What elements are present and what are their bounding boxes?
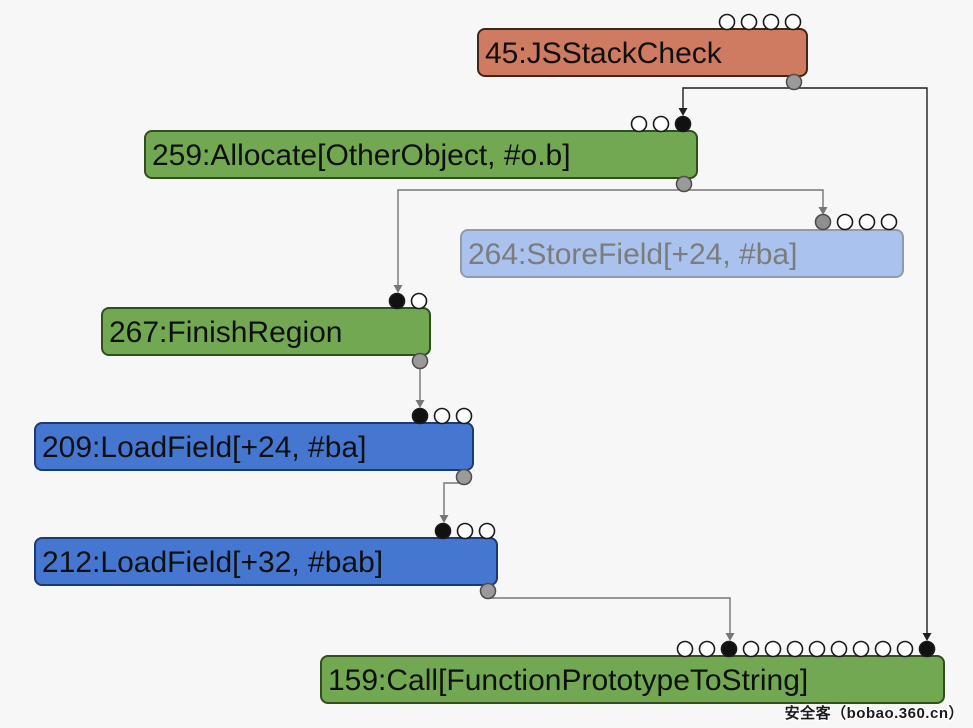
- edge-arrowhead: [725, 633, 735, 641]
- input-port[interactable]: [718, 13, 736, 31]
- node-159[interactable]: 159:Call[FunctionPrototypeToString]: [320, 640, 945, 704]
- input-port[interactable]: [433, 407, 451, 425]
- input-port[interactable]: [388, 292, 406, 310]
- input-port[interactable]: [762, 13, 780, 31]
- output-port[interactable]: [411, 352, 429, 370]
- node-45[interactable]: 45:JSStackCheck: [477, 13, 808, 91]
- node-label: 209:LoadField[+24, #ba]: [42, 431, 366, 464]
- input-port[interactable]: [630, 115, 648, 133]
- watermark: 安全客（bobao.360.cn）: [784, 705, 964, 722]
- input-port[interactable]: [411, 407, 429, 425]
- input-port[interactable]: [698, 640, 716, 658]
- input-port[interactable]: [896, 640, 914, 658]
- node-label: 264:StoreField[+24, #ba]: [468, 238, 797, 271]
- node-box[interactable]: [34, 537, 498, 586]
- input-port[interactable]: [720, 640, 738, 658]
- node-259[interactable]: 259:Allocate[OtherObject, #o.b]: [144, 115, 698, 193]
- input-port[interactable]: [852, 640, 870, 658]
- node-267[interactable]: 267:FinishRegion: [101, 292, 431, 370]
- input-port[interactable]: [918, 640, 936, 658]
- node-box[interactable]: [101, 307, 431, 356]
- input-port[interactable]: [478, 522, 496, 540]
- node-label: 45:JSStackCheck: [485, 37, 723, 70]
- node-box[interactable]: [34, 422, 474, 471]
- edge-arrowhead: [818, 207, 828, 215]
- node-box[interactable]: [144, 130, 698, 179]
- input-port[interactable]: [764, 640, 782, 658]
- node-box[interactable]: [460, 229, 904, 278]
- input-port[interactable]: [742, 640, 760, 658]
- input-port[interactable]: [874, 640, 892, 658]
- input-port[interactable]: [410, 292, 428, 310]
- edge-arrowhead: [922, 633, 932, 641]
- input-port[interactable]: [674, 115, 692, 133]
- node-212[interactable]: 212:LoadField[+32, #bab]: [34, 522, 498, 600]
- node-box[interactable]: [477, 28, 808, 77]
- input-port[interactable]: [830, 640, 848, 658]
- input-port[interactable]: [880, 213, 898, 231]
- input-port[interactable]: [786, 640, 804, 658]
- edge-212-to-159: [487, 591, 731, 635]
- input-port[interactable]: [434, 522, 452, 540]
- input-port[interactable]: [858, 213, 876, 231]
- node-264[interactable]: 264:StoreField[+24, #ba]: [460, 213, 904, 278]
- output-port[interactable]: [675, 175, 693, 193]
- node-label: 212:LoadField[+32, #bab]: [42, 546, 383, 579]
- input-port[interactable]: [814, 213, 832, 231]
- output-port[interactable]: [455, 468, 473, 486]
- edge-arrowhead: [393, 285, 403, 293]
- node-label: 159:Call[FunctionPrototypeToString]: [328, 664, 808, 697]
- edge-arrowhead: [678, 108, 688, 116]
- output-port[interactable]: [785, 73, 803, 91]
- edge-45-to-159: [793, 82, 928, 635]
- edge-arrowhead: [415, 400, 425, 408]
- edge-45-to-259: [682, 82, 795, 110]
- input-port[interactable]: [836, 213, 854, 231]
- node-label: 267:FinishRegion: [109, 316, 342, 349]
- node-209[interactable]: 209:LoadField[+24, #ba]: [34, 407, 474, 486]
- input-port[interactable]: [455, 407, 473, 425]
- input-port[interactable]: [740, 13, 758, 31]
- input-port[interactable]: [652, 115, 670, 133]
- node-label: 259:Allocate[OtherObject, #o.b]: [152, 139, 571, 172]
- input-port[interactable]: [784, 13, 802, 31]
- node-box[interactable]: [320, 655, 945, 704]
- edge-259-to-264: [683, 184, 824, 209]
- input-port[interactable]: [676, 640, 694, 658]
- input-port[interactable]: [808, 640, 826, 658]
- edge-arrowhead: [439, 515, 449, 523]
- output-port[interactable]: [479, 582, 497, 600]
- input-port[interactable]: [456, 522, 474, 540]
